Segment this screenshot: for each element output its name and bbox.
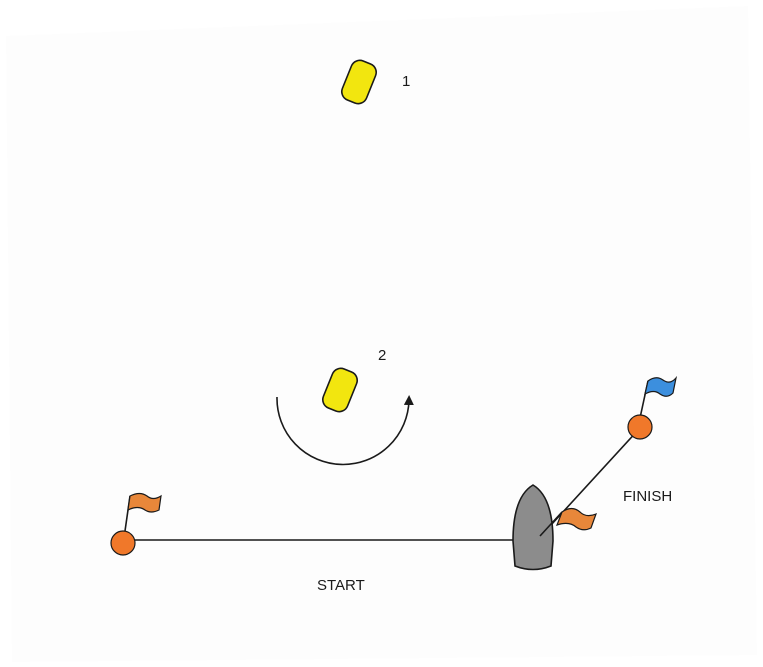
start-buoy-ball bbox=[111, 531, 135, 555]
mark-1-label: 1 bbox=[402, 73, 410, 90]
mark-2-label: 2 bbox=[378, 347, 386, 364]
paper-sheet bbox=[6, 6, 757, 662]
start-label: START bbox=[317, 577, 365, 594]
finish-buoy-ball bbox=[628, 415, 652, 439]
finish-label: FINISH bbox=[623, 488, 672, 505]
